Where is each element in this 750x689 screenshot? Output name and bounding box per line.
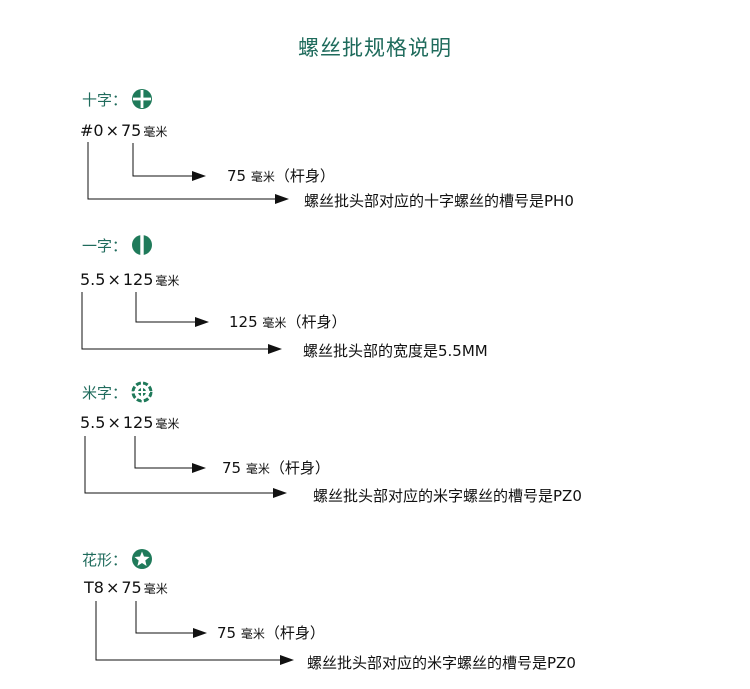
spec-length: 125 xyxy=(122,270,154,289)
shaft-label: （杆身） xyxy=(286,313,347,331)
shaft-value: 75 xyxy=(222,459,242,477)
type-label-text: 米字： xyxy=(82,383,128,402)
tip-note: 螺丝批头部对应的米字螺丝的槽号是PZ0 xyxy=(313,487,582,505)
shaft-unit: 毫米 xyxy=(245,462,270,476)
tip-note: 螺丝批头部对应的米字螺丝的槽号是PZ0 xyxy=(307,654,576,672)
pozidriv-icon xyxy=(131,381,153,403)
type-label-phillips: 十字： xyxy=(82,88,153,110)
shaft-value: 75 xyxy=(227,167,247,185)
spec-length: 75 xyxy=(121,121,142,140)
spec-unit: 毫米 xyxy=(143,125,168,139)
shaft-value: 75 xyxy=(217,624,237,642)
shaft-length-note: 75 毫米（杆身） xyxy=(227,165,335,186)
type-label-pozidriv: 米字： xyxy=(82,381,153,403)
shaft-unit: 毫米 xyxy=(250,170,275,184)
callout-lines xyxy=(81,292,282,354)
shaft-label: （杆身） xyxy=(264,624,325,642)
times-sign: × xyxy=(107,270,121,289)
page-title: 螺丝批规格说明 xyxy=(298,36,452,60)
callout-lines xyxy=(87,142,289,204)
shaft-length-note: 125 毫米（杆身） xyxy=(229,311,346,332)
shaft-label: （杆身） xyxy=(274,167,335,185)
type-label-torx: 花形： xyxy=(82,548,153,570)
type-label-text: 花形： xyxy=(82,550,128,569)
shaft-unit: 毫米 xyxy=(262,316,287,330)
spec-unit: 毫米 xyxy=(155,417,180,431)
spec-head-size: 5.5 xyxy=(80,413,106,432)
tip-note: 螺丝批头部的宽度是5.5MM xyxy=(303,342,488,360)
tip-note: 螺丝批头部对应的十字螺丝的槽号是PH0 xyxy=(304,192,574,210)
spec-length: 75 xyxy=(121,578,142,597)
times-sign: × xyxy=(107,413,121,432)
type-label-text: 一字： xyxy=(82,236,128,255)
spec-head-size: T8 xyxy=(84,578,104,597)
callout-lines xyxy=(84,436,287,498)
spec-head-size: #0 xyxy=(80,121,104,140)
type-label-slotted: 一字： xyxy=(82,234,153,256)
times-sign: × xyxy=(105,578,120,597)
slotted-icon xyxy=(131,234,153,256)
phillips-cross-icon xyxy=(131,88,153,110)
shaft-length-note: 75 毫米（杆身） xyxy=(217,622,325,643)
spec-length: 125 xyxy=(122,413,154,432)
shaft-label: （杆身） xyxy=(269,459,330,477)
spec-unit: 毫米 xyxy=(143,582,168,596)
times-sign: × xyxy=(105,121,119,140)
type-label-text: 十字： xyxy=(82,90,128,109)
shaft-value: 125 xyxy=(229,313,258,331)
shaft-unit: 毫米 xyxy=(240,627,265,641)
torx-star-icon xyxy=(131,548,153,570)
spec-unit: 毫米 xyxy=(155,274,180,288)
shaft-length-note: 75 毫米（杆身） xyxy=(222,457,330,478)
spec-head-size: 5.5 xyxy=(80,270,106,289)
